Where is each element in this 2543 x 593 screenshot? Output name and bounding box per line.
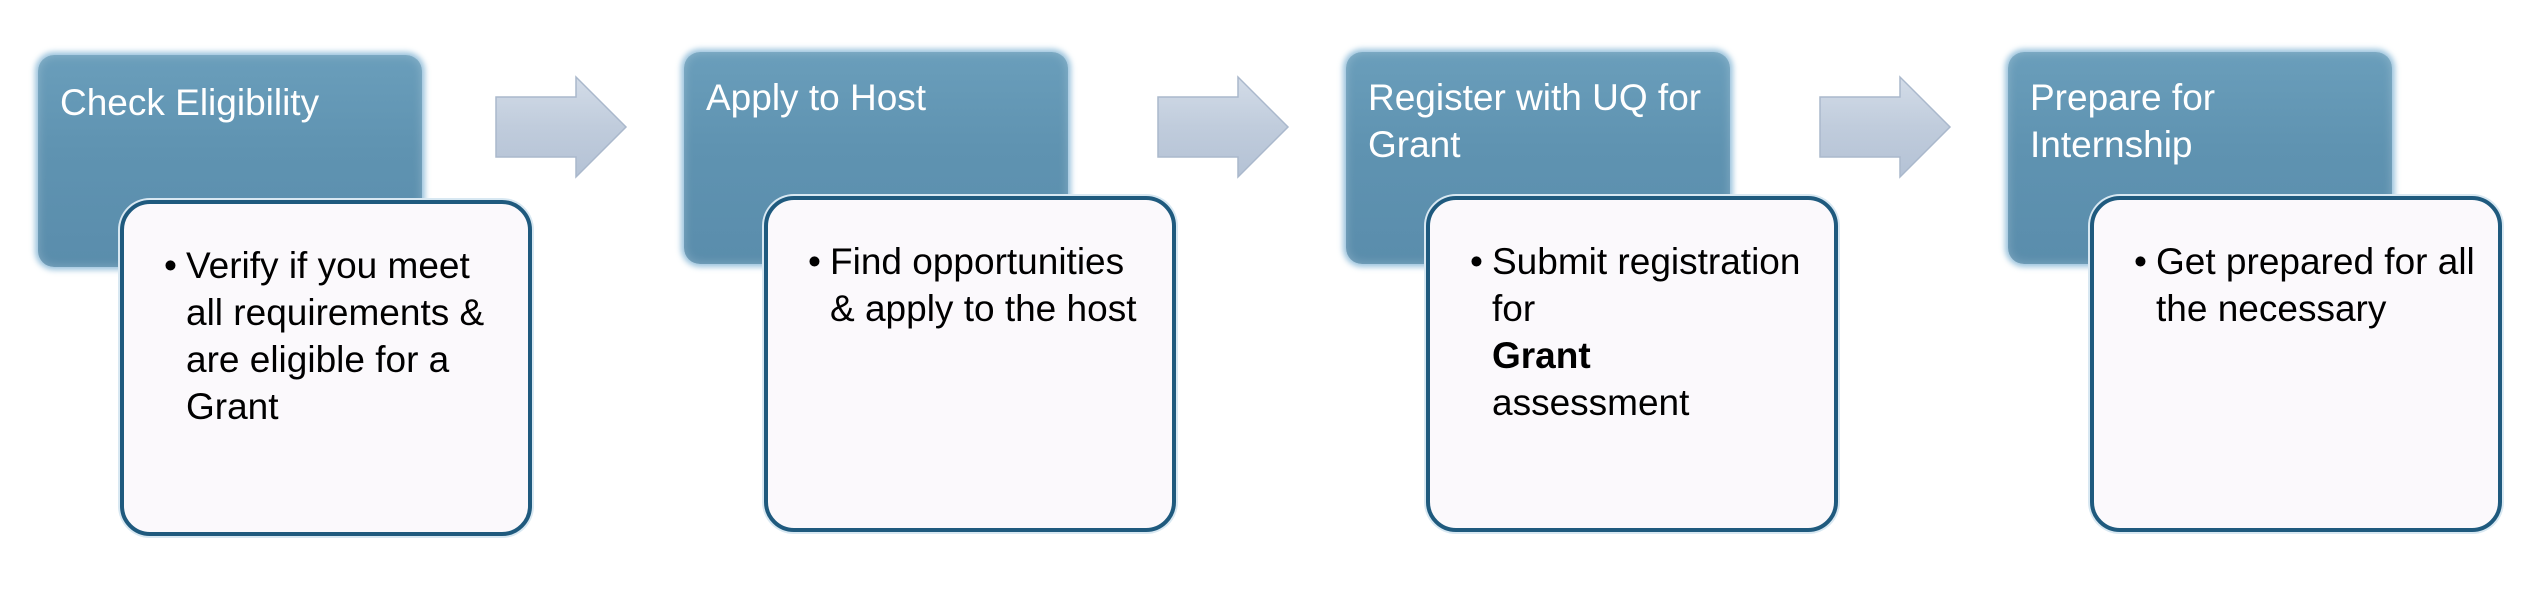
step-2-title: Apply to Host [706, 77, 927, 118]
step-2-bullet: • Find opportunities & apply to the host [808, 238, 1152, 332]
step-4-title: Prepare for Internship [2030, 77, 2216, 165]
step-4-body: • Get prepared for all the necessary [2090, 196, 2502, 532]
step-3-title: Register with UQ for Grant [1368, 77, 1702, 165]
step-1-title: Check Eligibility [60, 82, 320, 123]
step-2: Apply to Host • Find opportunities & app… [684, 0, 1304, 593]
step-3-bullet-text-end: assessment [1492, 382, 1690, 423]
arrow-right-icon [495, 75, 628, 179]
step-4-bullet: • Get prepared for all the necessary [2134, 238, 2478, 332]
step-1: Check Eligibility • Verify if you meet a… [38, 0, 658, 593]
step-4: Prepare for Internship • Get prepared fo… [2008, 0, 2543, 593]
step-1-body: • Verify if you meet all requirements & … [120, 200, 532, 536]
bullet-icon: • [164, 245, 177, 286]
step-3-bullet-text-start: Submit registration for [1492, 241, 1801, 329]
step-2-bullet-text: Find opportunities & apply to the host [830, 241, 1137, 329]
step-3-bullet-text-bold: Grant [1492, 335, 1591, 376]
step-2-body: • Find opportunities & apply to the host [764, 196, 1176, 532]
step-1-bullet-text: Verify if you meet all requirements & ar… [186, 245, 485, 427]
bullet-icon: • [808, 241, 821, 282]
step-3: Register with UQ for Grant • Submit regi… [1346, 0, 1966, 593]
step-1-bullet: • Verify if you meet all requirements & … [164, 242, 508, 430]
step-4-bullet-text: Get prepared for all the necessary [2156, 241, 2475, 329]
bullet-icon: • [1470, 241, 1483, 282]
arrow-right-icon [1819, 75, 1952, 179]
bullet-icon: • [2134, 241, 2147, 282]
arrow-right-icon [1157, 75, 1290, 179]
